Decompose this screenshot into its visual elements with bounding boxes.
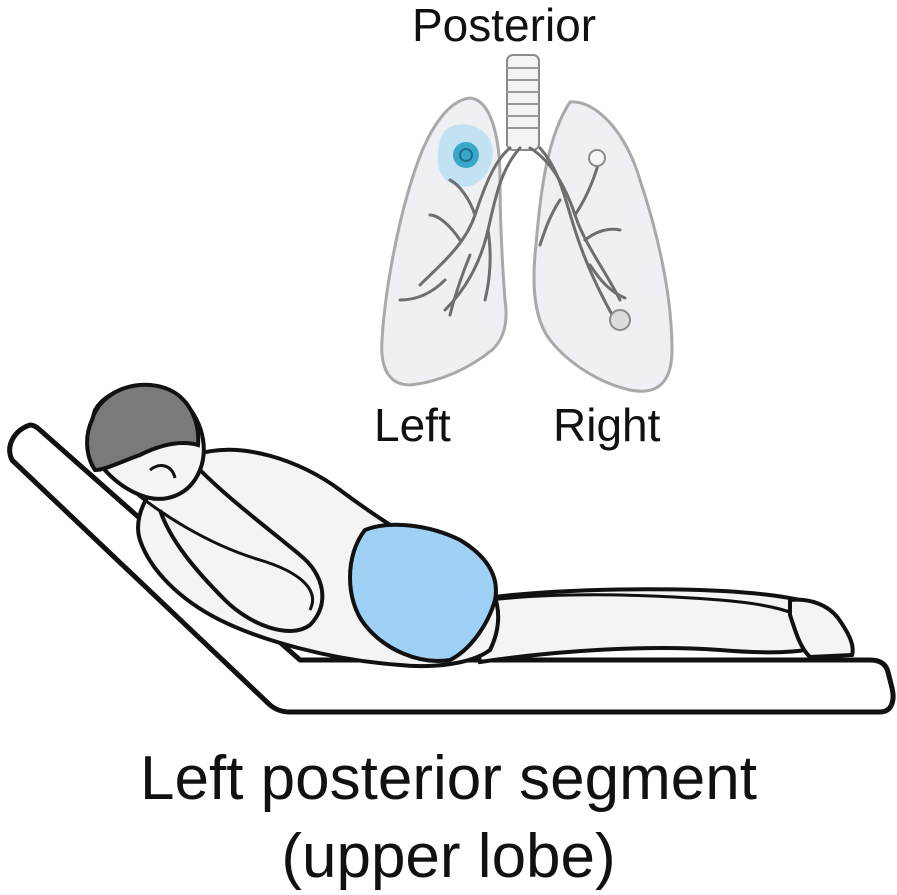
right-label: Right <box>553 399 661 451</box>
hair <box>85 382 201 473</box>
highlighted-segment <box>438 124 493 187</box>
patient-illustration <box>7 382 896 715</box>
pillow <box>348 522 498 663</box>
legs <box>467 587 834 665</box>
bronchus-node <box>609 309 631 331</box>
arm <box>158 468 325 633</box>
bronchial-tree <box>398 146 627 322</box>
arm-line <box>119 478 314 611</box>
bronchus-node <box>588 149 606 167</box>
caption-line-1: Left posterior segment <box>140 744 757 813</box>
posterior-label: Posterior <box>412 0 597 51</box>
ear <box>149 464 177 479</box>
left-label: Left <box>374 399 451 451</box>
bed <box>7 422 896 715</box>
caption-line-2: (upper lobe) <box>281 822 616 891</box>
right-lung <box>532 100 674 393</box>
lungs-illustration <box>380 54 674 393</box>
trachea <box>506 54 540 151</box>
feet <box>788 597 855 660</box>
